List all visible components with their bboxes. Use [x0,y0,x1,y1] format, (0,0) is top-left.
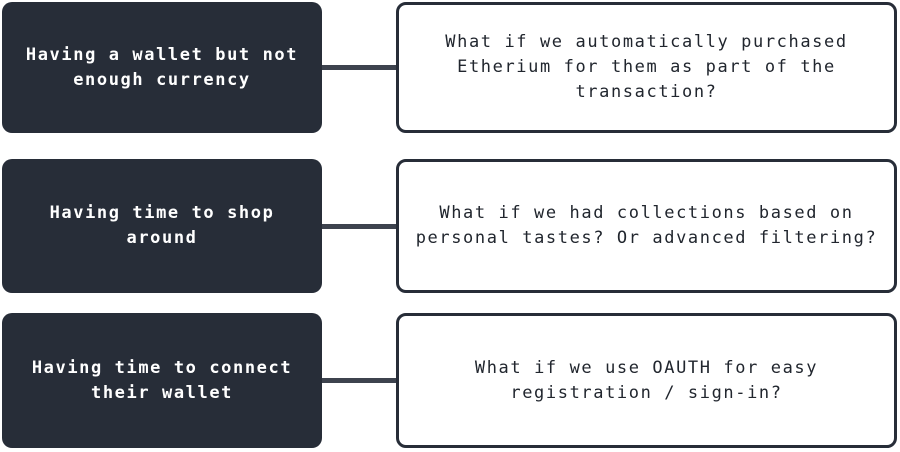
problem-node-label: Having time to connect their wallet [31,357,293,403]
connector-line [322,65,396,70]
problem-node-connect-wallet[interactable]: Having time to connect their wallet [2,313,322,448]
connector-line [322,378,396,383]
problem-node-wallet-currency[interactable]: Having a wallet but not enough currency [2,2,322,133]
connector-line [322,223,396,229]
diagram-row-3: Having time to connect their wallet What… [2,313,897,448]
solution-node-label: What if we had collections based on pers… [415,203,878,248]
diagram-row-2: Having time to shop around What if we ha… [2,159,897,293]
solution-node-auto-purchase[interactable]: What if we automatically purchased Ether… [396,2,897,133]
solution-node-label: What if we automatically purchased Ether… [445,32,848,102]
problem-node-label: Having time to shop around [49,203,275,248]
problem-node-time-to-shop[interactable]: Having time to shop around [2,159,322,293]
solution-node-label: What if we use OAUTH for easy registrati… [474,357,819,403]
problem-node-label: Having a wallet but not enough currency [25,44,299,90]
diagram-row-1: Having a wallet but not enough currency … [2,2,897,133]
solution-node-oauth[interactable]: What if we use OAUTH for easy registrati… [396,313,897,448]
solution-node-collections[interactable]: What if we had collections based on pers… [396,159,897,293]
